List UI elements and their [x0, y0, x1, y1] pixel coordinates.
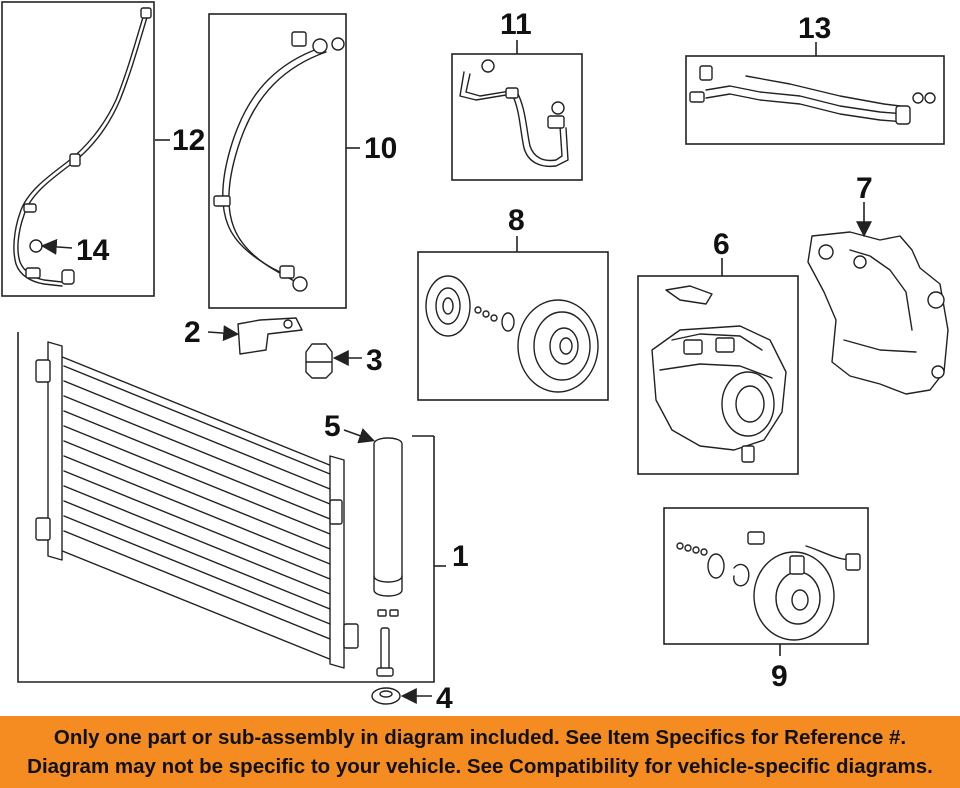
part-9-frame	[663, 507, 869, 645]
part-1-frame	[17, 332, 435, 683]
part-5-drier-group	[373, 437, 403, 677]
part-6-compressor-group	[637, 275, 799, 475]
part-8-clutch-group	[417, 251, 609, 401]
part-11-hose-group	[451, 53, 583, 181]
part-12-hose-group	[1, 1, 155, 297]
callout-6: 6	[713, 228, 730, 261]
callout-8: 8	[508, 204, 525, 237]
callout-5: 5	[324, 410, 341, 443]
callout-10: 10	[364, 132, 397, 165]
part-3-insulator-group	[305, 343, 333, 379]
callout-leaders	[40, 40, 872, 704]
part-9-coil-group	[663, 507, 869, 645]
callout-7: 7	[856, 172, 873, 205]
part-2-bracket-group	[237, 317, 303, 355]
parts-diagram: 12 10 11 13 7 8 6 9 2 3 5 1 4 14	[1, 1, 949, 715]
part-10-hose-group	[208, 13, 347, 309]
callout-13: 13	[798, 12, 831, 45]
callout-11: 11	[500, 8, 532, 41]
callout-labels: 12 10 11 13 7 8 6 9 2 3 5 1 4 14	[76, 8, 873, 715]
callout-12: 12	[172, 124, 205, 157]
callout-4: 4	[436, 682, 453, 715]
part-1-condenser-group	[17, 332, 435, 683]
callout-3: 3	[366, 344, 383, 377]
part-13-tube-group	[685, 55, 945, 145]
callout-2: 2	[184, 316, 201, 349]
disclaimer-line-1: Only one part or sub-assembly in diagram…	[53, 726, 907, 749]
part-8-frame	[417, 251, 609, 401]
part-7-bracket-group	[807, 231, 949, 395]
part-10-frame	[208, 13, 347, 309]
disclaimer-banner: Only one part or sub-assembly in diagram…	[0, 716, 960, 788]
condenser-fins	[63, 365, 331, 640]
part-6-frame	[637, 275, 799, 475]
part-13-frame	[685, 55, 945, 145]
callout-9: 9	[771, 660, 788, 693]
callout-14: 14	[76, 234, 110, 267]
callout-1: 1	[452, 540, 469, 573]
part-12-frame	[1, 1, 155, 297]
disclaimer-line-2: Diagram may not be specific to your vehi…	[27, 755, 933, 778]
part-4-bushing-group	[371, 687, 401, 705]
